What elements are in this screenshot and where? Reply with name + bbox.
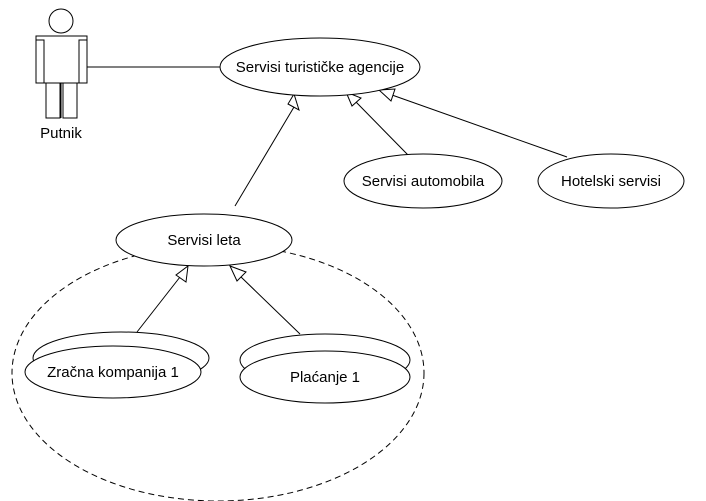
use-case-ellipse xyxy=(537,153,685,209)
use-case-label: Servisi turističke agencije xyxy=(236,59,404,76)
use-case-payment: Plaćanje 1 xyxy=(239,333,411,404)
generalization-hotels-to-agency xyxy=(391,94,568,158)
arrowhead-flights xyxy=(287,92,300,112)
generalization-flights-to-agency xyxy=(234,106,295,207)
use-case-car-services: Servisi automobila xyxy=(343,153,503,209)
use-case-label: Servisi automobila xyxy=(362,173,485,190)
actor-label: Putnik xyxy=(40,125,82,142)
use-case-label: Plaćanje 1 xyxy=(290,369,360,386)
actor-head xyxy=(48,8,74,34)
use-case-ellipse xyxy=(115,213,293,267)
actor-putnik: Putnik xyxy=(35,8,88,142)
actor-right-leg xyxy=(62,82,78,119)
actor-left-leg xyxy=(45,82,61,119)
actor-right-arm xyxy=(78,39,88,84)
flight-services-boundary xyxy=(11,244,425,501)
arrowhead-cars xyxy=(345,91,362,107)
arrowhead-hotels xyxy=(377,88,396,102)
use-case-agency-services: Servisi turističke agencije xyxy=(219,37,421,97)
arrowhead-airline xyxy=(175,264,189,283)
generalization-payment-to-flights xyxy=(239,275,301,335)
use-case-ellipse-front xyxy=(24,345,202,399)
use-case-ellipse xyxy=(219,37,421,97)
use-case-label: Hotelski servisi xyxy=(561,173,661,190)
arrowhead-payment xyxy=(229,265,247,282)
generalization-cars-to-agency xyxy=(355,101,409,156)
use-case-airline: Zračna kompanija 1 xyxy=(24,331,210,399)
generalization-airline-to-flights xyxy=(136,276,181,333)
use-case-ellipse xyxy=(343,153,503,209)
use-case-label: Servisi leta xyxy=(167,232,241,249)
actor-left-arm xyxy=(35,39,45,84)
use-case-flight-services: Servisi leta xyxy=(115,213,293,267)
use-case-label: Zračna kompanija 1 xyxy=(47,364,179,381)
use-case-ellipse-front xyxy=(239,350,411,404)
use-case-hotel-services: Hotelski servisi xyxy=(537,153,685,209)
